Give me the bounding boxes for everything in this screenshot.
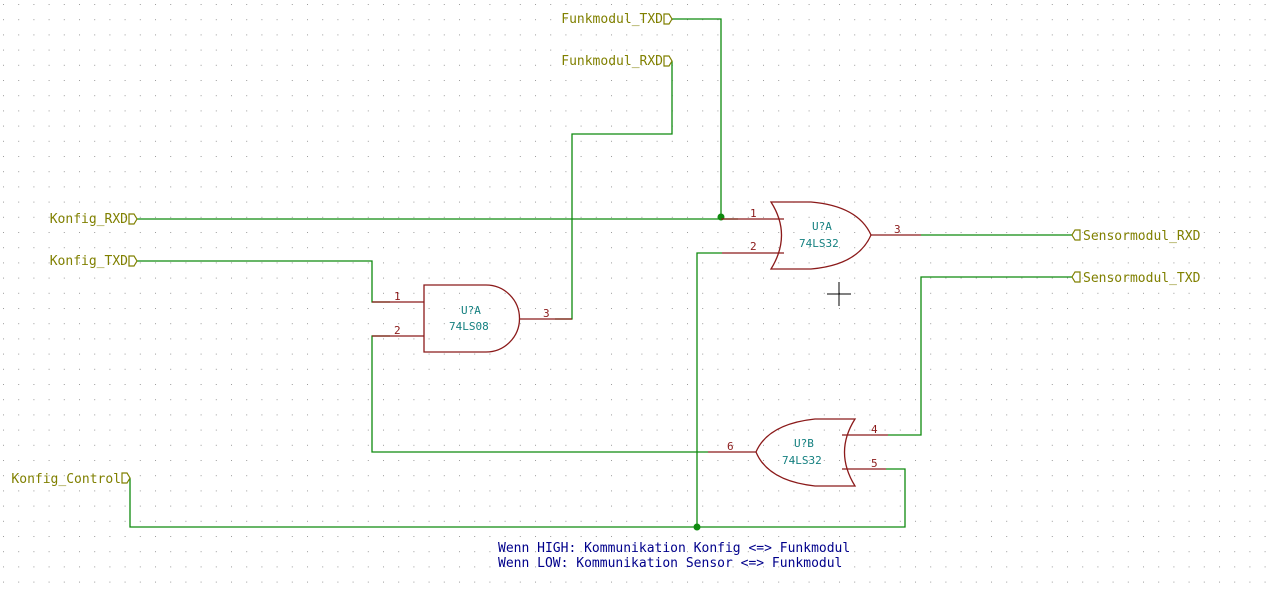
pin-number: 5 (871, 457, 878, 470)
label-konfig-txd[interactable]: Konfig_TXD (50, 254, 128, 269)
label-funkmodul-txd[interactable]: Funkmodul_TXD (561, 12, 663, 27)
pin-number: 6 (727, 440, 734, 453)
pin-number: 2 (750, 240, 757, 253)
pin-number: 1 (394, 290, 401, 303)
note-line-2: Wenn LOW: Kommunikation Sensor <=> Funkm… (498, 556, 842, 571)
schematic-note: Wenn HIGH: Kommunikation Konfig <=> Funk… (498, 541, 850, 571)
wire-sensor-txd[interactable] (888, 276, 1072, 436)
label-konfig-control[interactable]: Konfig_Control (11, 472, 121, 487)
label-funkmodul-rxd[interactable]: Funkmodul_RXD (561, 54, 663, 69)
net-labels: Funkmodul_TXD Funkmodul_RXD Konfig_RXD K… (11, 12, 1200, 487)
port-shape-output-icon (1071, 229, 1081, 241)
junction-dot (693, 523, 701, 531)
port-shape-input-icon (663, 55, 673, 67)
note-line-1: Wenn HIGH: Kommunikation Konfig <=> Funk… (498, 541, 850, 556)
port-shape-input-icon (128, 255, 138, 267)
pin-number: 3 (543, 307, 550, 320)
gate-reference: U?B (794, 437, 814, 450)
gate-or-74ls32-b[interactable]: 4 5 6 U?B 74LS32 (708, 418, 888, 487)
pin-number: 2 (394, 324, 401, 337)
label-sensormodul-rxd[interactable]: Sensormodul_RXD (1083, 229, 1201, 244)
gate-reference: U?A (461, 304, 481, 317)
gate-or-74ls32-a[interactable]: 1 2 3 U?A 74LS32 (721, 201, 921, 270)
pin-number: 3 (894, 223, 901, 236)
port-shape-output-icon (1071, 271, 1081, 283)
and-gate-body (423, 284, 521, 353)
gate-reference: U?A (812, 220, 832, 233)
gate-value: 74LS32 (782, 454, 822, 467)
gate-value: 74LS08 (449, 320, 489, 333)
wire-or-a-in2[interactable] (696, 252, 722, 527)
port-shape-input-icon (128, 213, 138, 225)
pin-number: 4 (871, 423, 878, 436)
or-gate-body (769, 201, 872, 270)
wire-funk-txd[interactable] (672, 18, 722, 217)
label-sensormodul-txd[interactable]: Sensormodul_TXD (1083, 271, 1201, 286)
port-shape-input-icon (663, 13, 673, 25)
wire-control-bus[interactable] (129, 468, 906, 528)
gate-and-74ls08[interactable]: 1 2 3 U?A 74LS08 (372, 284, 572, 353)
port-shape-input-icon (121, 472, 131, 484)
or-gate-body (755, 418, 857, 487)
gate-value: 74LS32 (799, 237, 839, 250)
pin-number: 1 (750, 207, 757, 220)
label-konfig-rxd[interactable]: Konfig_RXD (50, 212, 128, 227)
cursor-crosshair-icon (827, 282, 851, 306)
